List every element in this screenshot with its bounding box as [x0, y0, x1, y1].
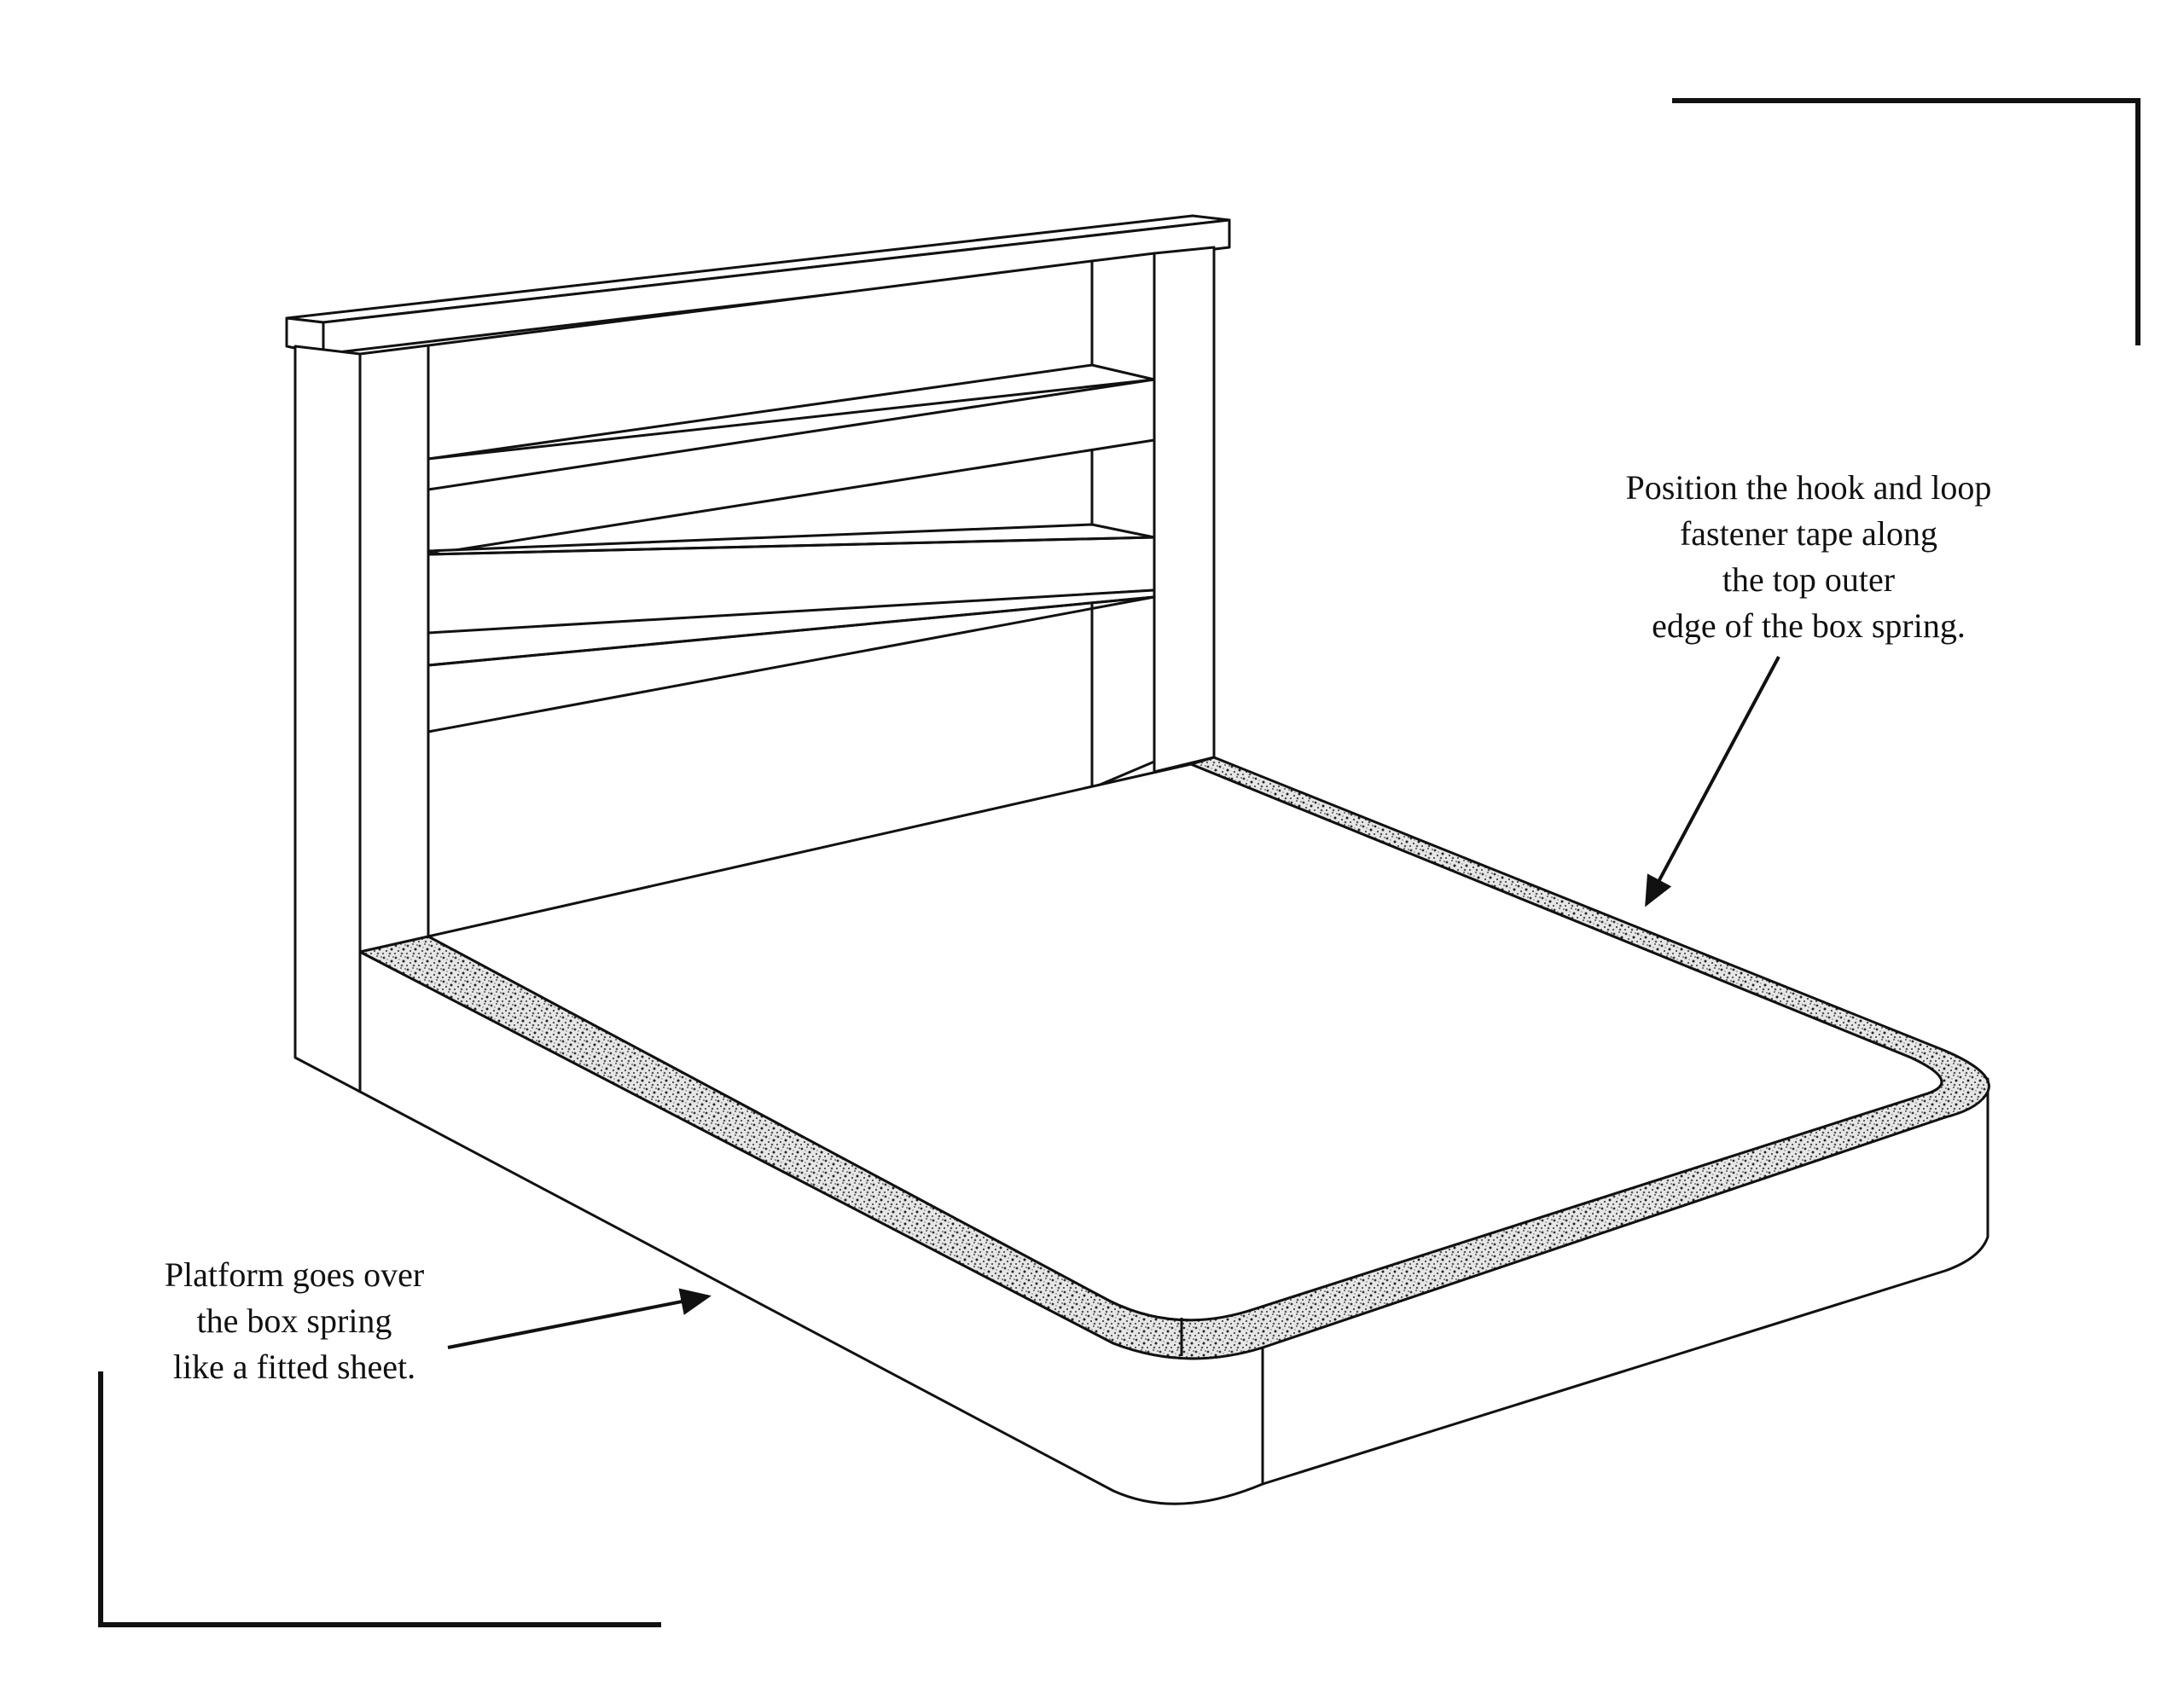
callout-platform-line-2: the box spring — [196, 1301, 392, 1340]
headboard-left-post-front — [358, 344, 430, 959]
callout-arrows — [447, 656, 1780, 1349]
arrow-platform — [447, 1288, 712, 1349]
callout-tape-line-1: Position the hook and loop — [1625, 468, 1992, 507]
headboard — [285, 214, 1231, 1093]
headboard-rail-upper-face — [427, 378, 1156, 556]
headboard-left-post-side — [293, 345, 362, 1093]
box-spring-platform — [358, 756, 1990, 1505]
crop-mark-top-right — [1672, 98, 2140, 345]
callout-tape-line-4: edge of the box spring. — [1652, 606, 1966, 645]
callout-platform-line-1: Platform goes over — [164, 1255, 425, 1294]
crop-mark-bottom-left — [98, 1371, 661, 1627]
callout-tape-line-2: fastener tape along — [1679, 514, 1938, 553]
fastener-tape-band — [358, 756, 1990, 1360]
callout-platform-fit: Platform goes over the box spring like a… — [102, 1252, 486, 1390]
callout-platform-line-3: like a fitted sheet. — [172, 1348, 416, 1386]
headboard-right-post-side — [1090, 252, 1156, 790]
arrow-tape — [1645, 656, 1780, 907]
callout-tape-line-3: the top outer — [1722, 560, 1896, 599]
headboard-right-post-front — [1153, 246, 1216, 774]
callout-hook-loop-tape: Position the hook and loop fastener tape… — [1570, 465, 2048, 649]
headboard-cap-face — [322, 218, 1231, 356]
